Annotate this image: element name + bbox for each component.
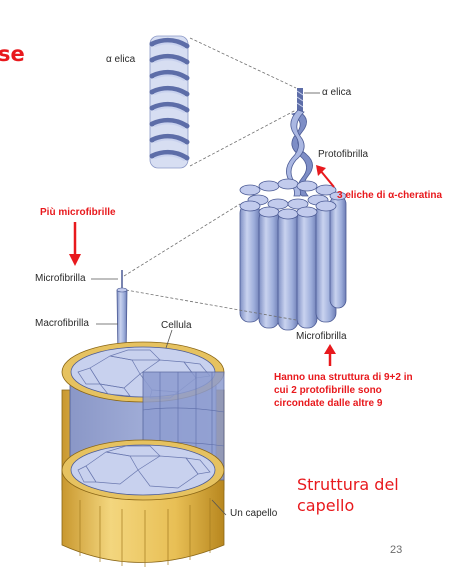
caption-line1: Struttura del bbox=[297, 475, 399, 494]
zoom-lines-microfibril bbox=[123, 203, 297, 321]
microfibril-bundle bbox=[239, 178, 347, 331]
annotation-structure-line3: circondate dalle altre 9 bbox=[274, 398, 383, 409]
label-alpha-helix-small: α elica bbox=[322, 87, 352, 98]
zoom-lines-helix bbox=[189, 37, 297, 167]
label-protofibril: Protofibrilla bbox=[318, 149, 369, 160]
caption-line2: capello bbox=[297, 496, 355, 515]
label-alpha-helix-large: α elica bbox=[106, 54, 136, 65]
alpha-helix-large bbox=[149, 35, 190, 169]
annotation-structure: Hanno una struttura di 9+2 in cui 2 prot… bbox=[274, 371, 413, 410]
label-cell: Cellula bbox=[161, 320, 192, 331]
label-macrofibril: Macrofibrilla bbox=[35, 318, 89, 329]
annotation-arrows bbox=[69, 165, 336, 366]
annotation-structure-line2: cui 2 protofibrille sono bbox=[274, 385, 382, 396]
label-hair: Un capello bbox=[230, 508, 278, 519]
label-microfibril-left: Microfibrilla bbox=[35, 273, 86, 284]
caption: Struttura del capello bbox=[297, 474, 399, 516]
protofibril bbox=[286, 88, 320, 197]
hair-cross-section bbox=[61, 329, 227, 567]
label-microfibril-bottom: Microfibrilla bbox=[296, 331, 347, 342]
annotation-three-helices: 3 eliche di α-cheratina bbox=[337, 190, 443, 201]
annotation-structure-line1: Hanno una struttura di 9+2 in bbox=[274, 372, 413, 383]
slide-title-fragment: se bbox=[0, 42, 25, 66]
annotation-more-microfibrils: Più microfibrille bbox=[40, 207, 116, 218]
page-number: 23 bbox=[390, 544, 403, 556]
